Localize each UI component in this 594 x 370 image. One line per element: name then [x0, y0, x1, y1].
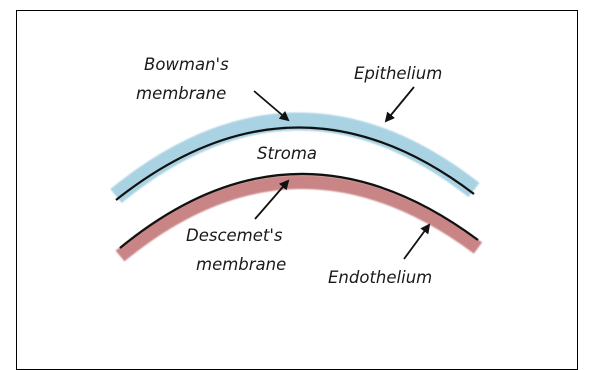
epithelium-arrow	[386, 87, 414, 121]
bowmans-membrane-label-line2: membrane	[136, 84, 226, 103]
epithelium-label: Epithelium	[354, 64, 442, 83]
descemets-membrane-label-line2: membrane	[196, 255, 286, 274]
bowmans-membrane-label-line1: Bowman's	[144, 55, 229, 74]
endothelium-label: Endothelium	[328, 268, 432, 287]
endothelium-layer	[120, 182, 478, 256]
endothelium-arrow	[404, 225, 429, 259]
descemets-membrane-label-line1: Descemet's	[186, 226, 283, 245]
stroma-label: Stroma	[257, 144, 317, 163]
